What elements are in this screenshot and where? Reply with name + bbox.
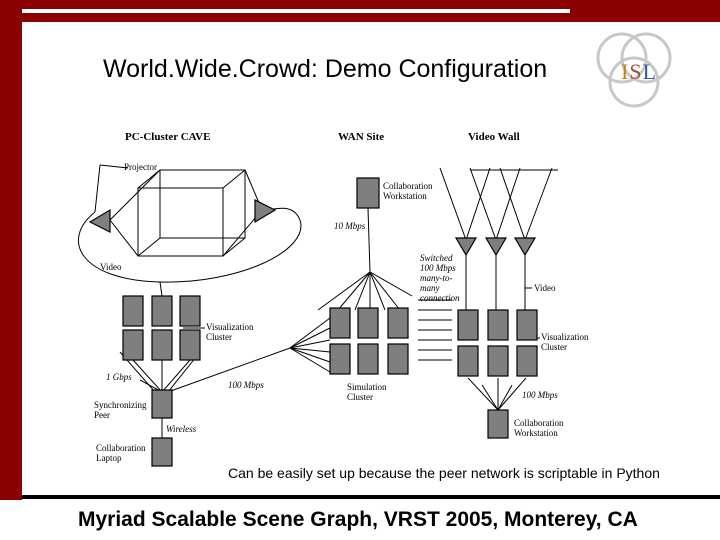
label-gbps: 1 Gbps [106,372,132,382]
vis-left-node-icon [151,295,173,327]
top-border-stripe [0,9,570,13]
header-wan: WAN Site [338,131,385,143]
vis-left-node-icon [151,329,173,361]
label-collab-ws-top: Collaboration Workstation [383,181,433,201]
logo-letter-s: S [629,59,643,84]
label-video-right: Video [534,283,556,293]
sim-node-icon [329,343,351,375]
left-border-bar [0,0,22,500]
sync-peer-icon [151,389,173,419]
label-collab-ws-bottom: Collaboration Workstation [514,418,564,438]
label-collab-laptop-2: Laptop [96,453,122,463]
vis-right-node-icon [457,345,479,377]
label-vis-left-1: Visualization [206,322,254,332]
label-mbps-left: 100 Mbps [228,380,264,390]
cave-video-loop [78,207,302,283]
vis-left-node-icon [122,295,144,327]
sim-node-icon [357,343,379,375]
header-wall: Video Wall [468,131,520,143]
sim-node-icon [387,307,409,339]
label-collab-ws-top-2: Workstation [383,191,427,201]
collab-laptop-icon [151,437,173,467]
wan-workstation-icon [356,177,380,209]
vis-right-node-icon [487,345,509,377]
vis-right-node-icon [457,309,479,341]
label-sim-1: Simulation [347,382,387,392]
right-cluster-fan [467,377,527,411]
label-switched: Switched 100 Mbps many-to- many connecti… [420,253,460,303]
label-switched-2: 100 Mbps [420,263,456,273]
projector-right-icon [254,199,277,224]
logo-letter-i: I [621,59,630,84]
collab-workstation-icon [487,409,509,439]
isl-logo-text: ISL [621,59,657,85]
vis-right-node-icon [516,345,538,377]
sim-node-icon [329,307,351,339]
label-collab-laptop: Collaboration Laptop [96,443,146,463]
cave-cube [137,169,246,257]
label-projector: Projector [124,162,157,172]
label-vis-left-2: Cluster [206,332,232,342]
label-switched-3: many-to- [420,273,453,283]
label-vis-cluster-left: Visualization Cluster [206,322,253,342]
slide-title: World.Wide.Crowd: Demo Configuration [103,55,548,83]
wall-projector-3-icon [513,237,537,257]
label-sim-2: Cluster [347,392,373,402]
label-collab-laptop-1: Collaboration [96,443,146,453]
wall-projector-2-icon [484,237,508,257]
label-sync-peer-2: Peer [94,410,110,420]
vis-left-node-icon [179,295,201,327]
label-switched-4: many [420,283,440,293]
footer-rule [22,495,720,499]
switch-lines [418,299,452,361]
label-sync-peer: Synchronizing Peer [94,400,147,420]
label-switched-5: connection [420,293,460,303]
label-vis-right-2: Cluster [541,342,567,352]
label-wan-speed: 10 Mbps [334,221,366,231]
slide-caption: Can be easily set up because the peer ne… [228,465,660,481]
label-collab-ws-bottom-2: Workstation [514,428,558,438]
label-mbps-right: 100 Mbps [522,390,558,400]
label-wireless: Wireless [166,424,197,434]
center-switch-fan [167,317,331,393]
logo-letter-l: L [642,59,658,84]
video-wall-beams [439,167,558,310]
vis-right-node-icon [516,309,538,341]
vis-left-node-icon [179,329,201,361]
projector-leader [99,164,129,169]
header-cave: PC-Cluster CAVE [125,131,211,143]
label-collab-ws-top-1: Collaboration [383,181,433,191]
sim-node-icon [357,307,379,339]
slide-footer: Myriad Scalable Scene Graph, VRST 2005, … [78,508,638,531]
label-collab-ws-bottom-1: Collaboration [514,418,564,428]
isl-logo [596,32,672,108]
label-vis-cluster-right: Visualization Cluster [541,332,588,352]
vis-right-node-icon [487,309,509,341]
label-video-left: Video [100,262,122,272]
vis-left-node-icon [122,329,144,361]
projector-leader-2 [94,164,101,213]
label-switched-1: Switched [420,253,453,263]
wall-projector-1-icon [454,237,478,257]
sim-node-icon [387,343,409,375]
network-diagram [78,164,558,467]
label-vis-right-1: Visualization [541,332,589,342]
cave-video-drop [159,281,163,297]
projector-left-icon [88,208,111,233]
wan-link [367,207,371,273]
label-sync-peer-1: Synchronizing [94,400,147,410]
label-sim-cluster: Simulation Cluster [347,382,387,402]
wan-fan [317,271,413,311]
